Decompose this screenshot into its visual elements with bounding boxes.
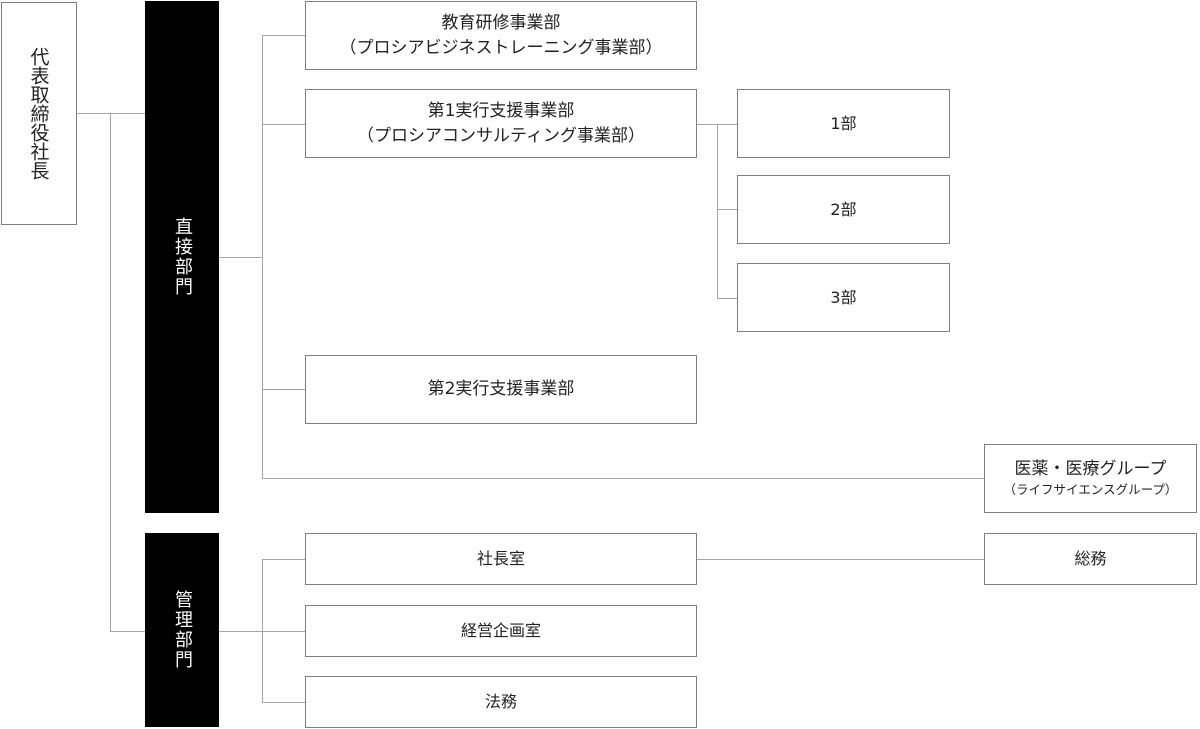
- connector-line: [262, 478, 984, 479]
- unit-education-training: 教育研修事業部 （プロシアビジネストレーニング事業部）: [305, 1, 697, 70]
- unit-name: 経営企画室: [460, 621, 541, 641]
- direct-division-label: 直接部門: [172, 217, 193, 297]
- subunit-label: 1部: [830, 113, 857, 133]
- connector-line: [262, 35, 305, 36]
- unit-president-office: 社長室: [305, 533, 697, 585]
- connector-line: [262, 702, 305, 703]
- group-pharma-medical: 医薬・医療グループ （ライフサイエンスグループ）: [984, 444, 1197, 513]
- unit-corporate-planning: 経営企画室: [305, 605, 697, 657]
- unit-name: 第1実行支援事業部: [427, 100, 575, 121]
- unit-subname: （プロシアコンサルティング事業部）: [357, 125, 645, 146]
- connector-line: [77, 113, 145, 114]
- connector-line: [717, 209, 737, 210]
- connector-line: [219, 631, 262, 632]
- connector-line: [262, 124, 305, 125]
- connector-line: [262, 35, 263, 478]
- unit-execution-support-1: 第1実行支援事業部 （プロシアコンサルティング事業部）: [305, 89, 697, 158]
- unit-general-affairs: 総務: [984, 533, 1197, 585]
- unit-legal: 法務: [305, 676, 697, 728]
- connector-line: [717, 124, 718, 298]
- subunit-1: 1部: [737, 89, 950, 158]
- connector-line: [262, 389, 305, 390]
- unit-name: 法務: [484, 692, 517, 712]
- unit-name: 総務: [1074, 549, 1107, 569]
- connector-line: [110, 631, 145, 632]
- group-subname: （ライフサイエンスグループ）: [1003, 482, 1178, 498]
- connector-line: [262, 631, 305, 632]
- group-name: 医薬・医療グループ: [1014, 458, 1167, 479]
- unit-subname: （プロシアビジネストレーニング事業部）: [339, 37, 663, 58]
- connector-line: [697, 559, 984, 560]
- ceo-label: 代表取締役社長: [27, 47, 50, 180]
- unit-name: 第2実行支援事業部: [427, 379, 575, 400]
- admin-division-label: 管理部門: [172, 590, 193, 670]
- unit-execution-support-2: 第2実行支援事業部: [305, 355, 697, 424]
- connector-line: [262, 559, 263, 702]
- connector-line: [110, 113, 111, 631]
- connector-line: [262, 559, 305, 560]
- ceo-box: 代表取締役社長: [1, 2, 77, 225]
- connector-line: [717, 298, 737, 299]
- admin-division-bar: 管理部門: [145, 533, 219, 727]
- unit-name: 社長室: [476, 549, 525, 569]
- unit-name: 教育研修事業部: [441, 12, 561, 33]
- subunit-3: 3部: [737, 263, 950, 332]
- subunit-label: 3部: [830, 287, 857, 307]
- direct-division-bar: 直接部門: [145, 1, 219, 513]
- subunit-2: 2部: [737, 175, 950, 244]
- connector-line: [219, 257, 262, 258]
- subunit-label: 2部: [830, 199, 857, 219]
